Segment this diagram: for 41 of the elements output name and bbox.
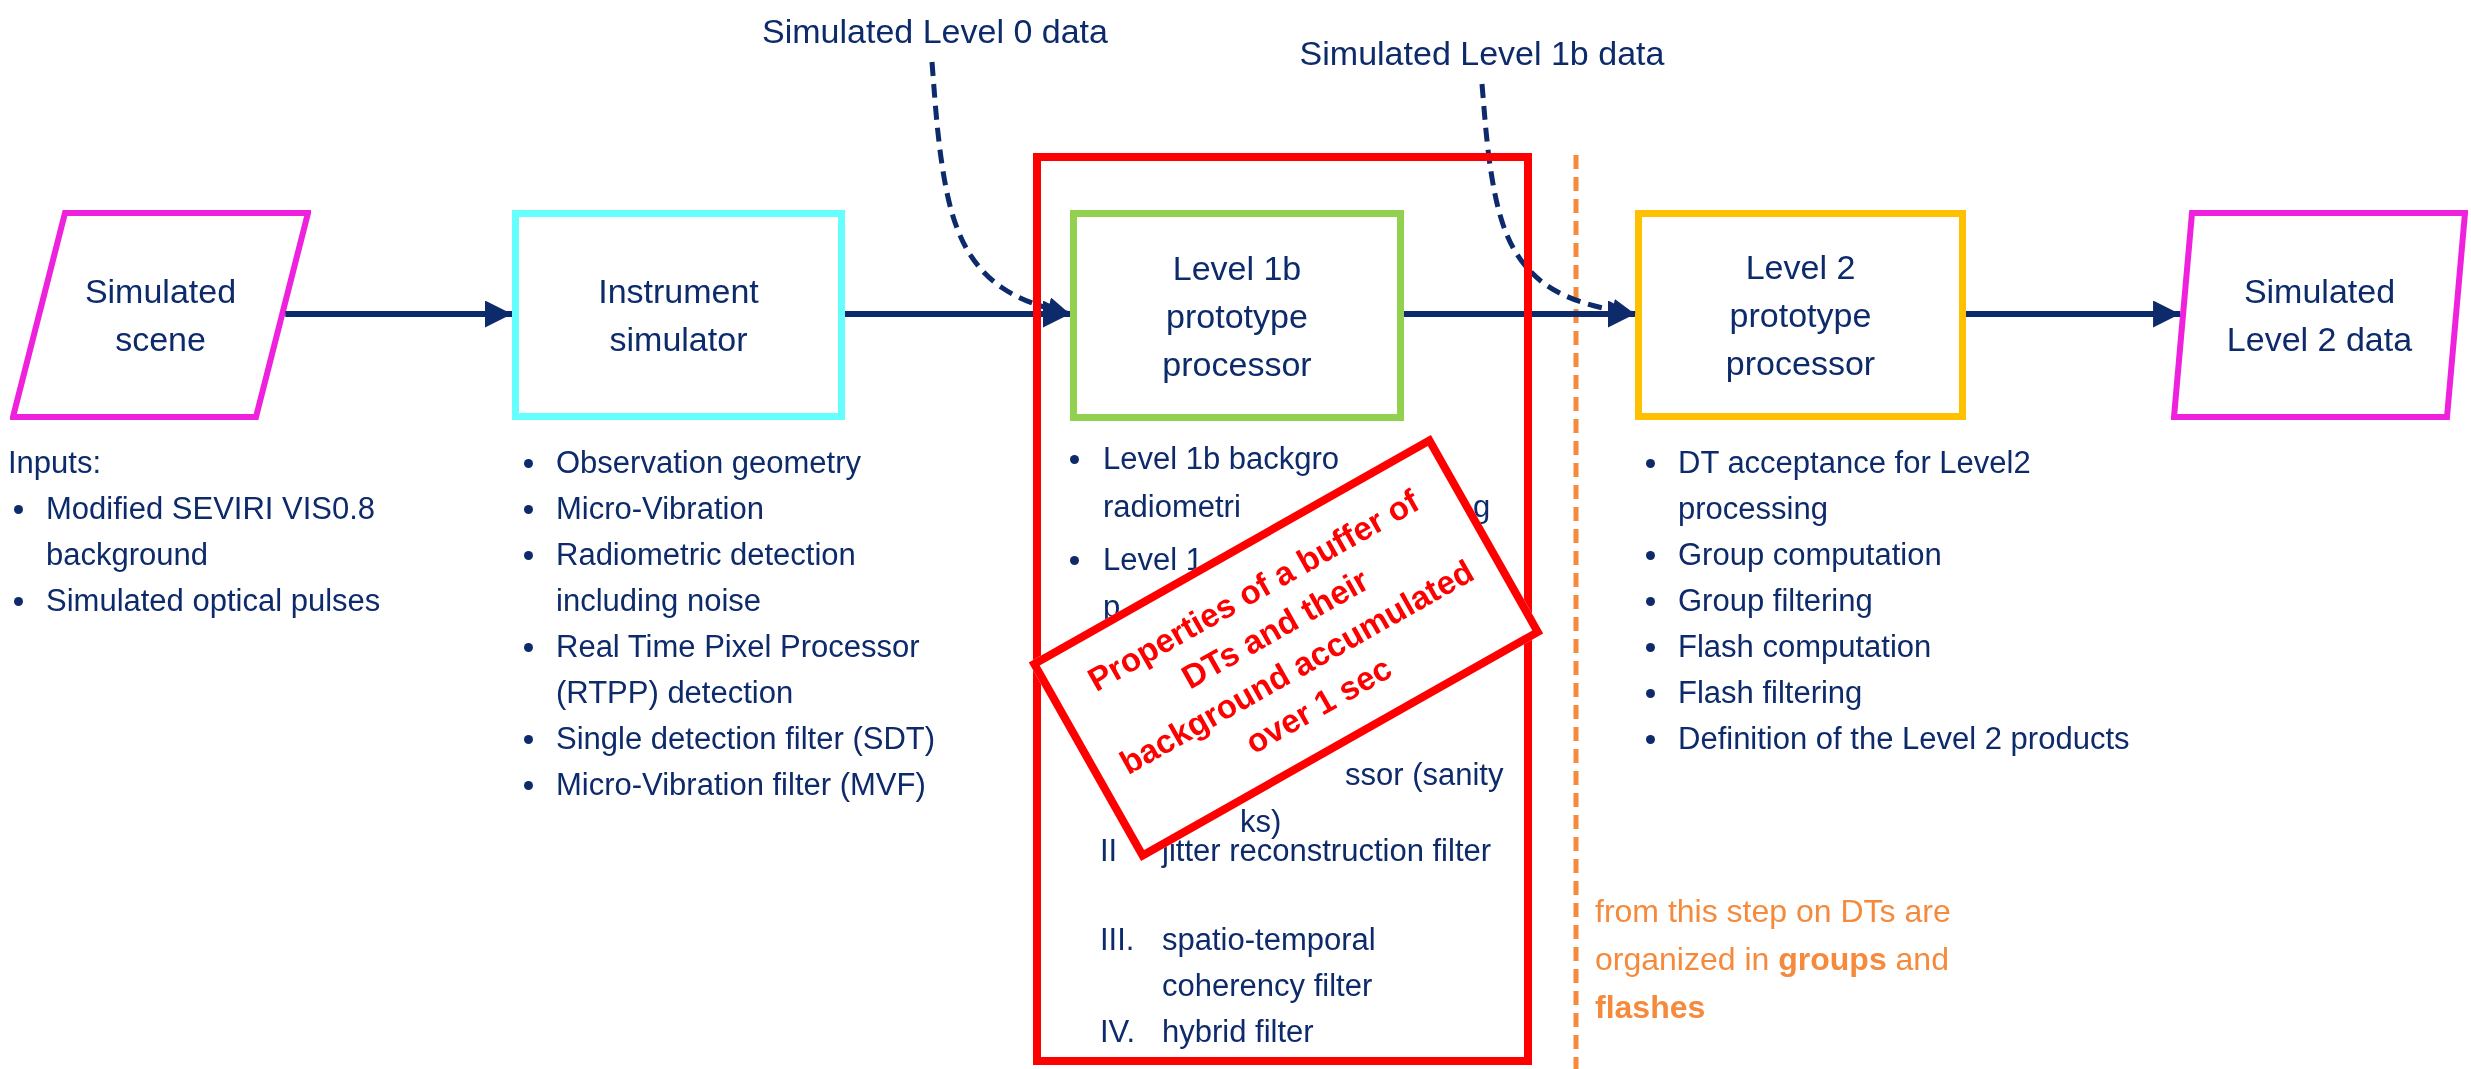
data-parallelogram [2171,210,2468,420]
bullet-point: Observation geometry [518,440,958,486]
list-text: ssor (sanity [1345,756,1504,794]
data-source-label: Simulated Level 0 data [762,11,1108,52]
bullet-point: Real Time Pixel Processor (RTPP) detection [518,624,958,716]
bullet-point: Definition of the Level 2 products [1640,716,2140,762]
bullet-point: DT acceptance for Level2 processing [1640,440,2140,532]
process-box [1635,210,1966,420]
list-heading: Inputs: [8,444,103,482]
bullet-point: Group filtering [1640,578,2140,624]
bullet-point: Flash filtering [1640,670,2140,716]
bullet-point: Micro-Vibration filter (MVF) [518,762,958,808]
process-box [512,210,845,420]
bullet-point: Level 1b backgro [1066,436,1340,482]
annotation-note: from this step on DTs are organized in groups and flashes [1595,892,1952,1027]
arrow [1404,300,1635,328]
bullet-point: Group computation [1640,532,2140,578]
bullet-point: Radiometric detection including noise [518,532,958,624]
list-text: II [1100,832,1118,870]
bullet-point: Micro-Vibration [518,486,958,532]
bullet-point: Single detection filter (SDT) [518,716,958,762]
process-box [1070,210,1404,421]
box-label: Simulated Level 2 data [2225,271,2414,360]
bullet-point: Simulated optical pulses [8,578,508,624]
arrow [1966,300,2181,328]
highlight-frame [1033,153,1532,1065]
dashed-arrow [929,61,1071,320]
box-label: Level 1b prototype processor [1161,247,1313,385]
data-parallelogram [10,210,311,420]
box-label: Simulated scene [83,271,238,360]
arrow [285,300,512,328]
box-label: Level 2 prototype processor [1724,247,1877,384]
arrow [845,300,1070,328]
list-text: radiometri [1103,488,1241,526]
bullet-point: Modified SEVIRI VIS0.8 background [8,486,508,578]
bullet-point: Flash computation [1640,624,2140,670]
list-text: III. [1100,921,1135,959]
data-source-label: Simulated Level 1b data [1299,33,1665,74]
box-label: Instrument simulator [597,271,760,360]
list-text: hybrid filter [1162,1013,1314,1051]
list-text: IV. [1100,1013,1136,1051]
